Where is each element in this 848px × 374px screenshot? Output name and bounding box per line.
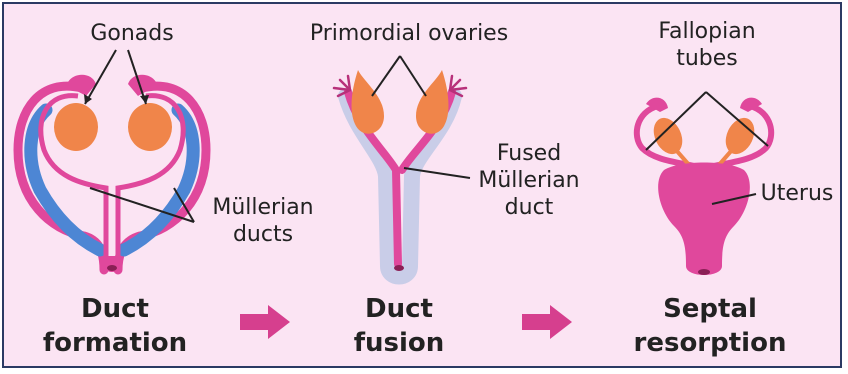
label-fused-line-2: Müllerian bbox=[466, 167, 592, 194]
label-mullerian-ducts: Müllerian ducts bbox=[196, 194, 330, 248]
label-fallopian-line-1: Fallopian bbox=[632, 18, 782, 45]
label-fused-line-1: Fused bbox=[466, 140, 592, 167]
ovary-right bbox=[720, 113, 760, 158]
ovary-left bbox=[648, 113, 688, 158]
label-fused-mullerian-duct: Fused Müllerian duct bbox=[466, 140, 592, 221]
gonad-left bbox=[54, 103, 98, 151]
cervix-opening bbox=[698, 269, 710, 275]
ovaries-pointer-left bbox=[372, 56, 400, 96]
label-uterus: Uterus bbox=[756, 180, 838, 207]
uterus bbox=[658, 163, 750, 276]
label-gonads: Gonads bbox=[82, 20, 182, 47]
label-mullerian-ducts-line-2: ducts bbox=[196, 221, 330, 248]
stage-1-duct-opening bbox=[107, 265, 117, 271]
gonad-right bbox=[128, 103, 172, 151]
stage-2-duct-opening bbox=[394, 265, 404, 271]
stage-title-duct-fusion: Duct fusion bbox=[334, 292, 464, 360]
label-fallopian-tubes: Fallopian tubes bbox=[632, 18, 782, 72]
stage-title-1-line-1: Duct bbox=[40, 292, 190, 326]
primordial-ovary-left bbox=[352, 70, 384, 134]
stage-title-septal-resorption: Septal resorption bbox=[620, 292, 800, 360]
label-fallopian-line-2: tubes bbox=[632, 45, 782, 72]
stage-1-illustration bbox=[18, 50, 206, 272]
stage-title-duct-formation: Duct formation bbox=[40, 292, 190, 360]
label-fused-line-3: duct bbox=[466, 194, 592, 221]
stage-title-2-line-1: Duct bbox=[334, 292, 464, 326]
stage-title-3-line-1: Septal bbox=[620, 292, 800, 326]
stage-title-2-line-2: fusion bbox=[334, 326, 464, 360]
stage-2-illustration bbox=[334, 56, 470, 277]
stage-3-illustration bbox=[637, 92, 771, 275]
ovaries-pointer-right bbox=[400, 56, 426, 96]
stage-title-1-line-2: formation bbox=[40, 326, 190, 360]
label-primordial-ovaries: Primordial ovaries bbox=[284, 20, 534, 47]
primordial-ovary-right bbox=[416, 70, 448, 134]
label-mullerian-ducts-line-1: Müllerian bbox=[196, 194, 330, 221]
right-arrow-icon bbox=[522, 305, 572, 339]
right-arrow-icon bbox=[240, 305, 290, 339]
stage-title-3-line-2: resorption bbox=[620, 326, 800, 360]
